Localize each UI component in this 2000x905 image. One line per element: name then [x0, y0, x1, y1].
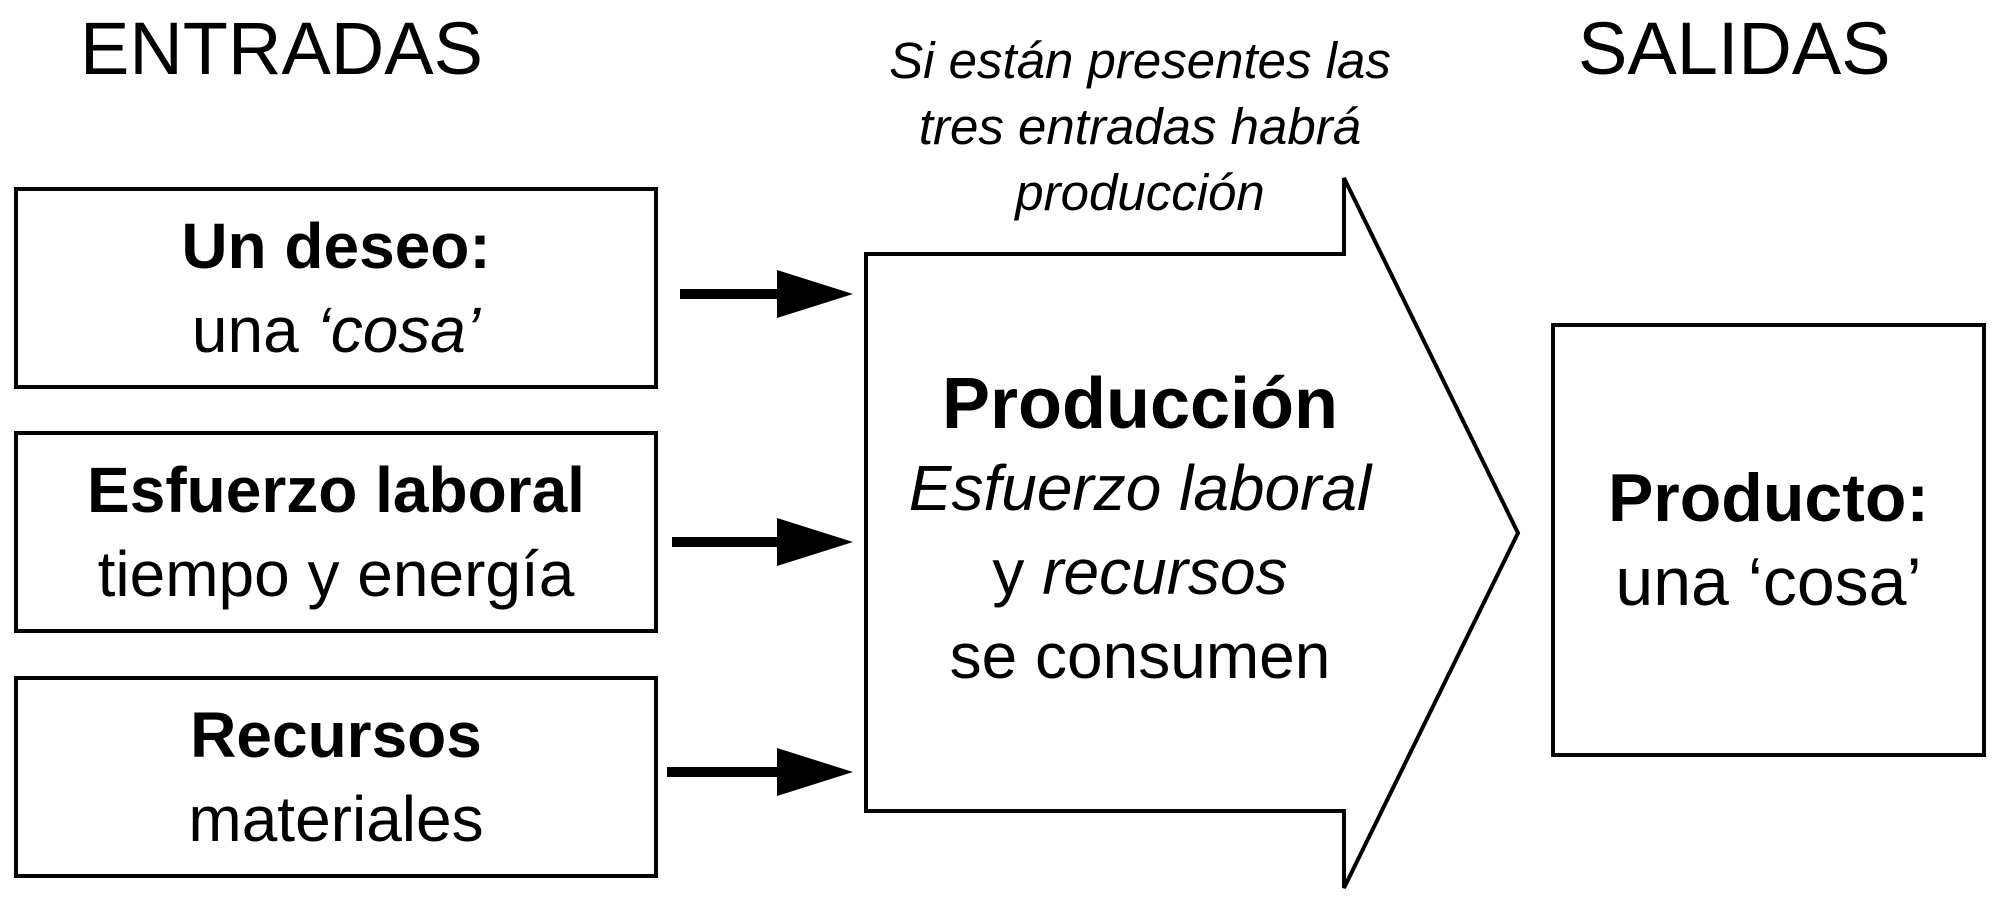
production-line-1: Esfuerzo laboral	[908, 452, 1372, 524]
production-title: Producción	[941, 364, 1339, 444]
input-title: Recursos	[190, 699, 482, 771]
input-title: Esfuerzo laboral	[87, 454, 585, 526]
output-subtitle: una ‘cosa’	[1615, 544, 1922, 620]
production-line-2-italic: recursos	[1042, 536, 1288, 608]
note-line: producción	[1015, 164, 1265, 221]
input-title: Un deseo:	[181, 210, 491, 282]
production-line-2-plain: y	[992, 536, 1043, 608]
output-box-producto: Producto: una ‘cosa’	[1551, 323, 1986, 757]
input-arrow-esfuerzo	[672, 518, 853, 566]
inputs-heading: ENTRADAS	[80, 7, 483, 90]
production-line-2: y recursos	[840, 530, 1440, 614]
production-line-3: se consumen	[949, 620, 1331, 692]
production-label: Producción Esfuerzo laboral y recursos s…	[840, 362, 1440, 698]
input-arrow-deseo	[680, 270, 853, 318]
input-box-deseo: Un deseo: una ‘cosa’	[14, 187, 658, 389]
input-box-esfuerzo: Esfuerzo laboral tiempo y energía	[14, 431, 658, 633]
input-subtitle-italic: ‘cosa’	[316, 294, 481, 366]
production-condition-note: Si están presentes las tres entradas hab…	[790, 28, 1490, 226]
input-subtitle: tiempo y energía	[97, 538, 575, 610]
input-arrow-recursos	[667, 748, 853, 796]
note-line: Si están presentes las	[889, 32, 1391, 89]
outputs-heading: SALIDAS	[1578, 7, 1891, 90]
input-subtitle-plain: una	[191, 294, 317, 366]
production-arrow-shape	[864, 177, 1521, 889]
note-line: tres entradas habrá	[918, 98, 1362, 155]
output-title: Producto:	[1607, 460, 1930, 536]
input-subtitle: una ‘cosa’	[192, 288, 480, 372]
input-subtitle: materiales	[188, 783, 484, 855]
input-box-recursos: Recursos materiales	[14, 676, 658, 878]
